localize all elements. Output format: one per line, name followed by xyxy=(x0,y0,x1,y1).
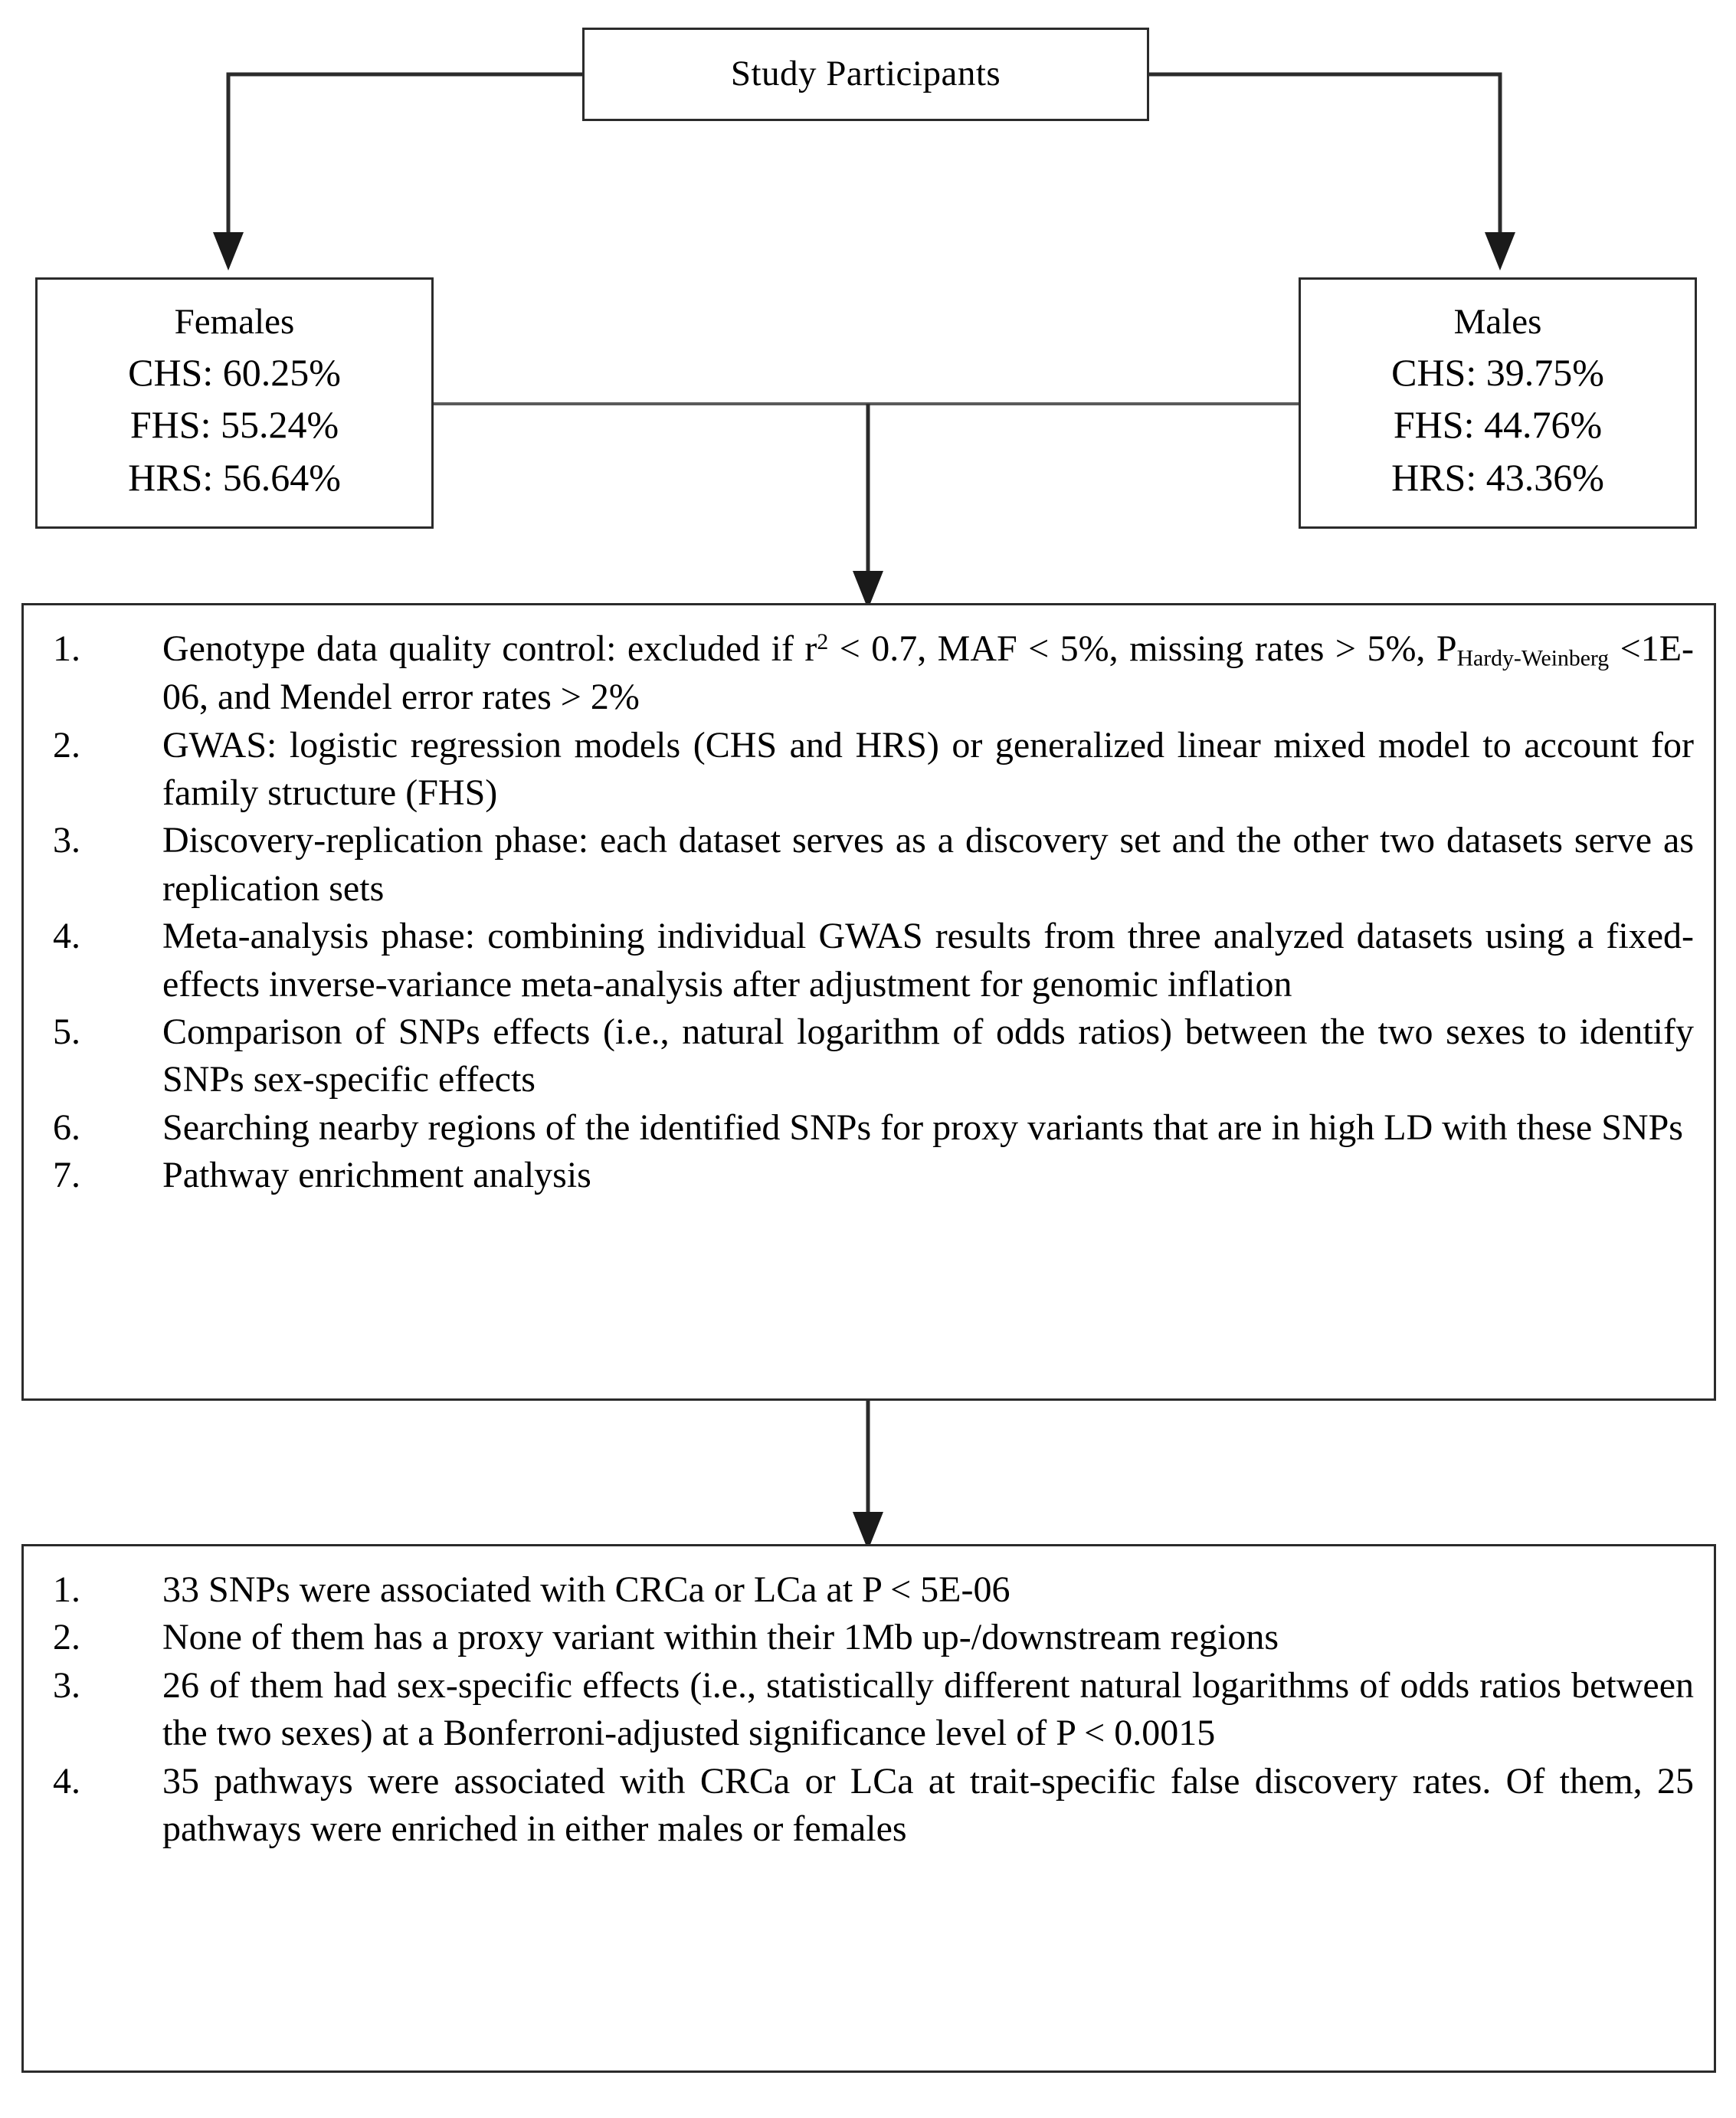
methods-marker-6: 6. xyxy=(53,1107,80,1148)
results-item-2: 2. None of them has a proxy variant with… xyxy=(44,1614,1694,1661)
methods-item-4: 4. Meta-analysis phase: combining indivi… xyxy=(44,913,1694,1008)
edge-study-to-males xyxy=(1149,72,1515,270)
females-stat-fhs: FHS: 55.24% xyxy=(129,403,339,447)
results-marker-1: 1. xyxy=(53,1569,80,1610)
methods-item-6: 6. Searching nearby regions of the ident… xyxy=(44,1104,1694,1152)
results-item-1-text: 33 SNPs were associated with CRCa or LCa… xyxy=(162,1569,1010,1610)
results-marker-3: 3. xyxy=(53,1664,80,1706)
methods-item-1-superscript: 2 xyxy=(817,629,829,655)
methods-item-6-text: Searching nearby regions of the identifi… xyxy=(162,1107,1683,1148)
results-item-4-text: 35 pathways were associated with CRCa or… xyxy=(162,1760,1694,1849)
methods-marker-5: 5. xyxy=(53,1011,80,1052)
methods-marker-4: 4. xyxy=(53,916,80,957)
results-marker-2: 2. xyxy=(53,1617,80,1658)
methods-item-7: 7. Pathway enrichment analysis xyxy=(44,1152,1694,1199)
study-participants-label: Study Participants xyxy=(730,54,1001,94)
methods-item-2-text: GWAS: logistic regression models (CHS an… xyxy=(162,724,1694,814)
methods-marker-1: 1. xyxy=(53,628,80,669)
males-stat-chs: CHS: 39.75% xyxy=(1391,350,1604,394)
results-item-4: 4. 35 pathways were associated with CRCa… xyxy=(44,1758,1694,1854)
results-item-2-text: None of them has a proxy variant within … xyxy=(162,1617,1279,1658)
methods-marker-3: 3. xyxy=(53,820,80,861)
results-marker-4: 4. xyxy=(53,1760,80,1802)
edge-study-to-females xyxy=(213,72,582,270)
methods-box: 1. Genotype data quality control: exclud… xyxy=(21,603,1716,1401)
females-stat-chs: CHS: 60.25% xyxy=(128,350,341,394)
methods-marker-2: 2. xyxy=(53,724,80,766)
methods-item-1-post: <1E-06, and Mendel error rates > 2% xyxy=(162,628,1695,718)
methods-item-2: 2. GWAS: logistic regression models (CHS… xyxy=(44,722,1694,818)
methods-item-3: 3. Discovery-replication phase: each dat… xyxy=(44,817,1694,913)
methods-marker-7: 7. xyxy=(53,1155,80,1196)
study-participants-box: Study Participants xyxy=(582,28,1149,121)
methods-item-4-text: Meta-analysis phase: combining individua… xyxy=(162,916,1694,1005)
results-list: 1. 33 SNPs were associated with CRCa or … xyxy=(44,1566,1694,1853)
methods-item-7-text: Pathway enrichment analysis xyxy=(162,1155,591,1196)
methods-item-3-text: Discovery-replication phase: each datase… xyxy=(162,820,1694,909)
females-title: Females xyxy=(174,302,295,342)
males-title: Males xyxy=(1453,302,1542,342)
results-box: 1. 33 SNPs were associated with CRCa or … xyxy=(21,1544,1716,2073)
methods-item-1-subscript: Hardy-Weinberg xyxy=(1456,645,1610,671)
females-stat-hrs: HRS: 56.64% xyxy=(128,455,341,499)
results-item-3: 3. 26 of them had sex-specific effects (… xyxy=(44,1662,1694,1758)
results-item-3-text: 26 of them had sex-specific effects (i.e… xyxy=(162,1664,1694,1754)
males-stat-fhs: FHS: 44.76% xyxy=(1393,403,1603,447)
methods-item-5: 5. Comparison of SNPs effects (i.e., nat… xyxy=(44,1008,1694,1104)
methods-item-5-text: Comparison of SNPs effects (i.e., natura… xyxy=(162,1011,1694,1100)
females-box: Females CHS: 60.25% FHS: 55.24% HRS: 56.… xyxy=(35,277,434,529)
methods-list: 1. Genotype data quality control: exclud… xyxy=(44,625,1694,1200)
results-item-1: 1. 33 SNPs were associated with CRCa or … xyxy=(44,1566,1694,1614)
methods-item-1-mid: < 0.7, MAF < 5%, missing rates > 5%, P xyxy=(828,628,1457,669)
methods-item-1-pre: Genotype data quality control: excluded … xyxy=(162,628,817,669)
males-box: Males CHS: 39.75% FHS: 44.76% HRS: 43.36… xyxy=(1299,277,1697,529)
methods-item-1-text: Genotype data quality control: excluded … xyxy=(162,625,1694,722)
methods-item-1: 1. Genotype data quality control: exclud… xyxy=(44,625,1694,722)
males-stat-hrs: HRS: 43.36% xyxy=(1391,455,1604,499)
